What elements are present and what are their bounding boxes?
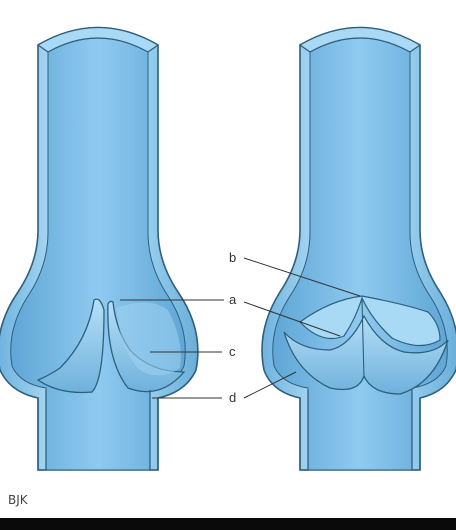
- label-d: d: [229, 390, 236, 405]
- right-vein-3d: [262, 28, 456, 471]
- left-vein-section: [0, 28, 198, 471]
- bottom-bar: [0, 518, 456, 530]
- label-b: b: [229, 250, 236, 265]
- label-c: c: [229, 344, 236, 359]
- label-a: a: [229, 292, 237, 307]
- artist-signature: BJK: [8, 493, 29, 507]
